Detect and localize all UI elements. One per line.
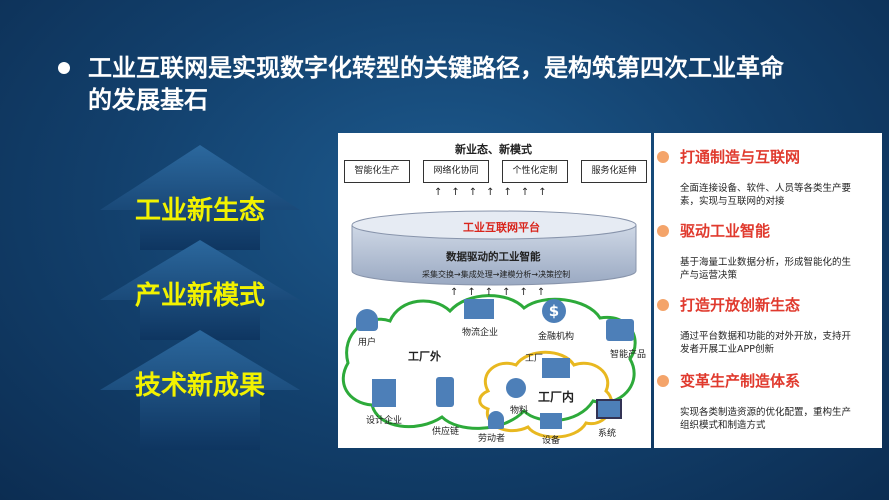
info-desc: 通过平台数据和功能的对外开放，支持开发者开展工业APP创新 <box>680 331 852 355</box>
node-finance: 金融机构 <box>538 332 575 342</box>
info-title: 打造开放创新生态 <box>680 296 801 314</box>
node-design: 设计企业 <box>366 416 403 426</box>
stack-label-achievement: 技术新成果 <box>134 371 265 401</box>
node-logistics: 物流企业 <box>462 328 499 338</box>
info-title: 变革生产制造体系 <box>680 372 801 390</box>
diagram-top-title: 新业态、新模式 <box>455 143 532 156</box>
node-supply-chain: 供应链 <box>432 427 460 437</box>
node-factory: 工厂 <box>525 354 544 364</box>
info-panel <box>654 133 882 448</box>
info-title: 驱动工业智能 <box>680 222 771 240</box>
bullet-dot-icon <box>657 225 669 237</box>
platform-subtitle: 数据驱动的工业智能 <box>446 251 541 263</box>
excavator-icon <box>606 319 634 341</box>
arrow-stack: 工业新生态 产业新模式 技术新成果 <box>95 140 305 450</box>
person-icon <box>356 309 378 331</box>
outer-cloud <box>341 294 637 430</box>
supply-chain-icon <box>436 377 454 407</box>
dollar-icon: $ <box>542 299 566 323</box>
gears-icon <box>506 378 526 398</box>
mode-box: 网络化协同 <box>423 160 489 183</box>
info-desc: 基于海量工业数据分析，形成智能化的生产与运营决策 <box>680 257 852 281</box>
stack-label-ecosystem: 工业新生态 <box>134 196 265 226</box>
bullet-dot-icon <box>657 375 669 387</box>
node-material: 物料 <box>510 406 529 416</box>
headline-line1: 工业互联网是实现数字化转型的关键路径，是构筑第四次工业革命 <box>88 54 784 82</box>
up-arrows-bottom: ↑↑↑↑↑↑ <box>450 287 555 298</box>
info-desc: 全面连接设备、软件、人员等各类生产要素，实现与互联网的对接 <box>680 183 852 207</box>
stack-label-mode: 产业新模式 <box>134 281 265 311</box>
building-icon <box>372 379 396 407</box>
node-worker: 劳动者 <box>478 434 506 444</box>
label-inside: 工厂内 <box>538 390 575 404</box>
factory-icon <box>542 358 570 378</box>
worker-icon <box>488 411 504 429</box>
label-outside: 工厂外 <box>408 350 441 363</box>
platform-title: 工业互联网平台 <box>463 221 540 234</box>
bullet-dot-icon <box>657 299 669 311</box>
node-system: 系统 <box>598 429 617 439</box>
headline-line2: 的发展基石 <box>88 86 208 114</box>
mode-box: 智能化生产 <box>344 160 410 183</box>
mode-box: 服务化延伸 <box>581 160 647 183</box>
up-arrows-top: ↑↑↑↑↑↑↑ <box>434 187 556 198</box>
truck-icon <box>464 299 494 319</box>
platform-flow: 采集交换→集成处理→建模分析→决策控制 <box>422 270 571 279</box>
mode-box: 个性化定制 <box>502 160 568 183</box>
node-smart-product: 智能产品 <box>610 350 647 360</box>
node-user: 用户 <box>358 338 377 348</box>
headline: 工业互联网是实现数字化转型的关键路径，是构筑第四次工业革命 的发展基石 <box>58 52 860 116</box>
node-equipment: 设备 <box>542 436 561 446</box>
monitor-icon <box>596 399 622 419</box>
info-desc: 实现各类制造资源的优化配置，重构生产组织模式和制造方式 <box>680 407 852 431</box>
info-title: 打通制造与互联网 <box>680 148 801 166</box>
equipment-icon <box>540 413 562 429</box>
bullet-icon <box>58 62 70 74</box>
bullet-dot-icon <box>657 151 669 163</box>
diagram-panel: 新业态、新模式 智能化生产 网络化协同 个性化定制 服务化延伸 ↑↑↑↑↑↑↑ … <box>338 133 651 448</box>
stacked-arrows-icon <box>100 145 300 450</box>
